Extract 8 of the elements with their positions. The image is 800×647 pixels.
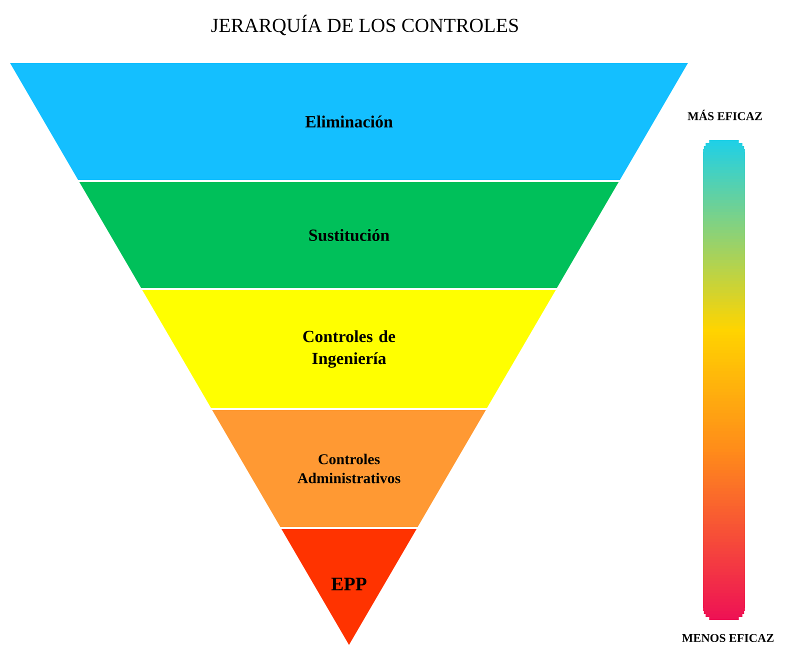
pyramid-band: Sustitución <box>79 182 619 288</box>
scale-label: MÁS EFICAZ <box>688 110 762 120</box>
pyramid-band: EPP <box>281 529 417 645</box>
scale-label: MENOS EFICAZ <box>682 634 774 642</box>
pyramid-band: Eliminación <box>10 63 688 180</box>
pyramid-band: Controles de Ingeniería <box>142 290 556 408</box>
title: JERARQUÍA DE LOS CONTROLES <box>211 14 518 36</box>
pyramid-band: Controles Administrativos <box>212 410 486 527</box>
